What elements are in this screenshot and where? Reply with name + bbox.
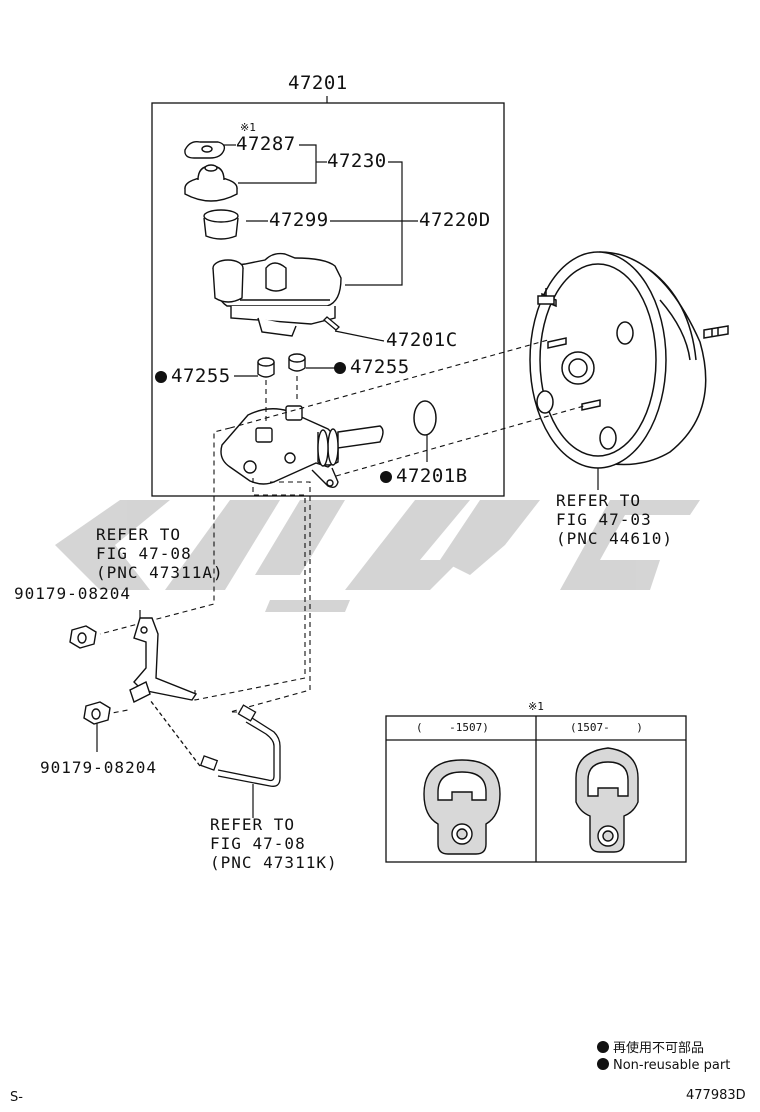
inset-table bbox=[385, 715, 687, 863]
inset-note-mark: ※1 bbox=[528, 700, 544, 713]
label-47230: 47230 bbox=[327, 150, 387, 172]
legend-en: Non-reusable part bbox=[597, 1058, 730, 1073]
label-47201C: 47201C bbox=[386, 329, 458, 351]
footer-left-code: S- bbox=[10, 1090, 23, 1105]
label-47287: 47287 bbox=[236, 133, 296, 155]
label-47299: 47299 bbox=[269, 209, 329, 231]
non-reusable-dot-icon bbox=[380, 471, 392, 483]
inset-gasket-old bbox=[423, 759, 501, 855]
label-47201: 47201 bbox=[288, 72, 348, 94]
label-nut-bottom: 90179-08204 bbox=[40, 758, 157, 777]
refer-tube-upper: REFER TO FIG 47-08 (PNC 47311A) bbox=[96, 525, 224, 582]
note-mark-top: ※1 bbox=[240, 121, 256, 134]
label-47220D: 47220D bbox=[419, 209, 491, 231]
inset-col-right: (1507- ) bbox=[570, 721, 643, 734]
refer-booster: REFER TO FIG 47-03 (PNC 44610) bbox=[556, 491, 673, 548]
inset-col-left: ( -1507) bbox=[416, 721, 489, 734]
inset-gasket-new bbox=[575, 747, 639, 853]
label-nut-top: 90179-08204 bbox=[14, 584, 131, 603]
oring-part bbox=[413, 400, 437, 436]
master-cylinder-part bbox=[220, 405, 384, 489]
figure-id: 477983D bbox=[686, 1088, 746, 1103]
assembly-frame bbox=[151, 102, 505, 497]
label-47255-left: 47255 bbox=[155, 365, 231, 387]
reservoir-tank-part bbox=[212, 252, 342, 337]
watermark-logo bbox=[55, 500, 700, 612]
non-reusable-dot-icon bbox=[597, 1058, 609, 1070]
brake-booster-part bbox=[529, 251, 729, 469]
legend-jp: 再使用不可部品 bbox=[597, 1037, 704, 1056]
non-reusable-dot-icon bbox=[597, 1041, 609, 1053]
label-47255-right: 47255 bbox=[334, 356, 410, 378]
refer-tube-lower: REFER TO FIG 47-08 (PNC 47311K) bbox=[210, 815, 338, 872]
cap-gasket-part bbox=[184, 140, 226, 159]
non-reusable-dot-icon bbox=[334, 362, 346, 374]
grommet-parts bbox=[257, 353, 306, 378]
label-47201B: 47201B bbox=[380, 465, 468, 487]
non-reusable-dot-icon bbox=[155, 371, 167, 383]
brake-tube-part bbox=[149, 699, 281, 787]
nut-parts bbox=[69, 625, 111, 725]
strainer-part bbox=[203, 209, 239, 240]
bracket-part bbox=[129, 617, 198, 703]
reservoir-cap-part bbox=[184, 164, 238, 202]
pin-part bbox=[323, 316, 340, 331]
